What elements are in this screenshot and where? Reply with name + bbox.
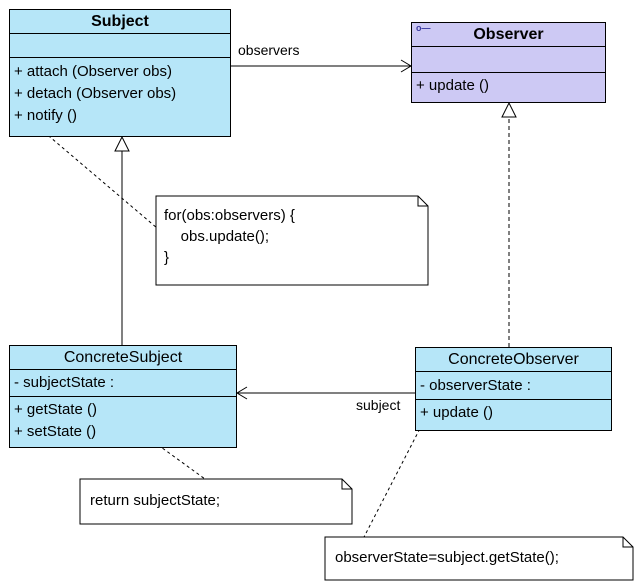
subject-role-label: subject xyxy=(356,397,401,413)
observers-role-label: observers xyxy=(238,42,300,58)
notify-note-fold xyxy=(417,196,428,207)
concrete-observer-attributes: - observerState : xyxy=(416,372,611,400)
observer-op-update: + update () xyxy=(416,77,489,94)
subject-class-name: Subject xyxy=(10,10,230,34)
subject-op-detach: + detach (Observer obs) xyxy=(14,85,177,102)
concrete-subject-class-name: ConcreteSubject xyxy=(10,346,236,370)
concrete-observer-operations: + update () xyxy=(416,400,611,424)
realization-arrowhead xyxy=(501,101,517,118)
notify-note-anchor xyxy=(29,119,158,229)
notify-note-shape xyxy=(155,195,429,286)
update-note-shape xyxy=(324,536,634,581)
observer-interface-name: o— Observer xyxy=(412,23,605,47)
association-subject-arrowhead xyxy=(236,386,248,400)
subject-class[interactable]: Subject + attach (Observer obs) + detach… xyxy=(9,9,231,137)
update-note-text: observerState=subject.getState(); xyxy=(335,549,559,566)
subject-operations: + attach (Observer obs) + detach (Observ… xyxy=(10,58,230,127)
observer-name-text: Observer xyxy=(473,26,544,43)
getstate-note-fold xyxy=(341,479,352,490)
getstate-note-text: return subjectState; xyxy=(90,492,221,509)
concrete-subject-attributes: - subjectState : xyxy=(10,370,236,397)
concrete-subject-op-setstate: + setState () xyxy=(14,423,97,440)
concrete-subject-class[interactable]: ConcreteSubject - subjectState : + getSt… xyxy=(9,345,237,448)
subject-attributes xyxy=(10,34,230,58)
observer-interface[interactable]: o— Observer + update () xyxy=(411,22,606,103)
concrete-subject-operations: + getState () + setState () xyxy=(10,397,236,443)
notify-note-text: for(obs:observers) { obs.update(); } xyxy=(164,207,295,266)
concrete-observer-op-update: + update () xyxy=(420,404,493,421)
subject-op-notify: + notify () xyxy=(14,107,77,124)
getstate-note-shape xyxy=(79,478,353,525)
observer-operations: + update () xyxy=(412,73,605,97)
concrete-observer-class-name: ConcreteObserver xyxy=(416,348,611,372)
subject-op-attach: + attach (Observer obs) xyxy=(14,63,172,80)
generalization-arrowhead xyxy=(114,135,130,152)
concrete-subject-attr-state: - subjectState : xyxy=(14,374,115,391)
interface-icon: o— xyxy=(416,23,431,33)
concrete-observer-attr-state: - observerState : xyxy=(420,377,531,394)
concrete-observer-class[interactable]: ConcreteObserver - observerState : + upd… xyxy=(415,347,612,431)
concrete-subject-op-getstate: + getState () xyxy=(14,401,97,418)
update-note-fold xyxy=(622,537,633,548)
observer-attributes xyxy=(412,47,605,73)
update-note-anchor xyxy=(363,412,429,538)
